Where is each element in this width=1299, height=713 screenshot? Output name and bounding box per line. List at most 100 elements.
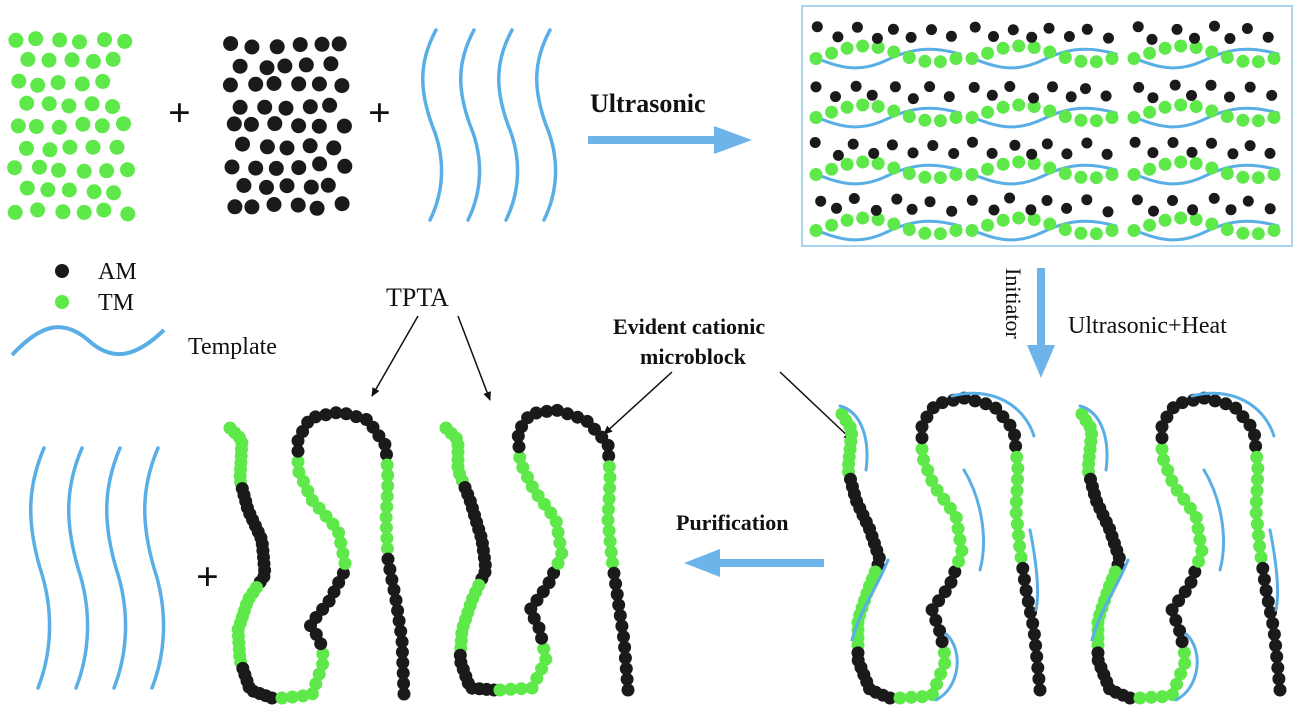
- complex-tm-dot: [1220, 110, 1234, 123]
- tm-dot: [50, 75, 66, 91]
- am-dot: [298, 57, 314, 73]
- chain-tm-unit: [1166, 688, 1179, 702]
- complex-tm-dot: [1251, 171, 1265, 185]
- chain-tm-unit: [602, 492, 616, 506]
- chain-tm-unit: [285, 690, 299, 704]
- chain-am-unit: [542, 576, 556, 590]
- complex-am-dot: [1146, 33, 1158, 45]
- am-dot: [323, 56, 339, 72]
- plus-sign-2: +: [368, 90, 391, 135]
- complex-tm-dot: [1189, 213, 1203, 226]
- purified-copolymer-chains: [223, 403, 635, 705]
- complex-am-dot: [889, 81, 901, 93]
- complex-template: [1128, 219, 1280, 242]
- complex-am-dot: [1224, 33, 1236, 44]
- complex-tm-dot: [1089, 114, 1103, 128]
- complex-tm-dot: [1058, 51, 1072, 64]
- chain-am-unit: [979, 397, 993, 411]
- chain-am-unit: [1184, 575, 1198, 589]
- chain-tm-unit: [1250, 450, 1264, 464]
- complex-am-dot: [1171, 23, 1183, 35]
- am-dot: [232, 58, 248, 74]
- chain-am-unit: [968, 394, 982, 408]
- complex-tm-dot: [1127, 52, 1141, 65]
- tm-dot: [10, 118, 26, 134]
- complex-template: [966, 219, 1118, 242]
- am-dot: [226, 116, 242, 132]
- chain-am-unit: [540, 404, 554, 418]
- chain-tm-unit: [602, 502, 615, 516]
- chain-tm-unit: [513, 451, 527, 464]
- tm-dot: [61, 182, 77, 198]
- complex-template: [1128, 47, 1280, 70]
- chain-tm-unit: [1155, 690, 1169, 704]
- tm-dot: [120, 162, 135, 178]
- chain-am-unit: [1169, 613, 1183, 627]
- complex-am-dot: [1167, 195, 1178, 206]
- complex-am-dot: [1004, 81, 1016, 92]
- complex-tm-dot: [965, 52, 979, 65]
- complex-am-dot: [1208, 192, 1220, 204]
- chain-am-unit: [948, 565, 962, 579]
- complex-am-dot: [850, 80, 862, 92]
- complex-tm-dot: [840, 100, 854, 114]
- ultrasonic-arrow: [588, 126, 752, 154]
- complex-tm-dot: [949, 224, 963, 237]
- tpta-pointer-2: [457, 315, 491, 401]
- complex-am-dot: [943, 91, 955, 103]
- templated-copolymer-chains: [835, 391, 1287, 705]
- chain-am-unit: [380, 448, 393, 461]
- am-dot: [279, 178, 295, 194]
- chain-tm-unit: [604, 545, 618, 559]
- tm-dot: [64, 52, 80, 68]
- complex-am-dot: [815, 195, 827, 207]
- complex-am-dot: [1100, 90, 1112, 102]
- complex-template: [966, 106, 1118, 129]
- complex-am-dot: [1081, 194, 1093, 206]
- complex-am-dot: [866, 89, 878, 101]
- complex-am-dot: [871, 32, 883, 44]
- complex-tm-dot: [981, 218, 995, 232]
- tm-dot: [61, 98, 77, 114]
- complex-tm-dot: [856, 211, 870, 225]
- chain-am-unit: [1264, 605, 1277, 619]
- chain-tm-unit: [380, 500, 394, 514]
- complex-am-dot: [1041, 195, 1053, 206]
- complex-tm-dot: [965, 168, 979, 181]
- complex-tm-dot: [825, 218, 839, 232]
- chain-am-unit: [395, 635, 409, 649]
- chain-am-unit: [392, 614, 406, 628]
- complex-tm-dot: [1205, 217, 1219, 231]
- chain-am-unit: [615, 619, 629, 633]
- complex-tm-dot: [996, 157, 1010, 171]
- chain-tm-unit: [1191, 522, 1205, 536]
- chain-am-unit: [601, 438, 615, 452]
- complex-tm-dot: [1158, 100, 1172, 114]
- complex-tm-dot: [1127, 168, 1141, 181]
- chain-am-unit: [1229, 401, 1243, 415]
- complex-am-dot: [905, 31, 917, 43]
- chain-tm-unit: [309, 677, 323, 691]
- complex-tm-dot: [825, 162, 839, 176]
- complex-tm-dot: [981, 162, 995, 176]
- tm-dot: [85, 53, 101, 69]
- chain-am-unit: [1031, 661, 1045, 675]
- complex-am-dot: [986, 89, 998, 101]
- tm-dot: [11, 73, 27, 89]
- complex-am-dot: [886, 139, 898, 151]
- complex-tm-dot: [1189, 157, 1203, 170]
- tm-dot: [32, 159, 47, 175]
- chain-am-unit: [1270, 650, 1284, 664]
- chain-am-unit: [397, 677, 411, 690]
- complex-tm-dot: [1089, 227, 1103, 241]
- am-dot: [337, 158, 353, 174]
- chain-am-unit: [935, 396, 949, 410]
- complex-template: [966, 163, 1118, 186]
- chain-tm-unit: [915, 442, 929, 456]
- complex-am-dot: [810, 81, 822, 93]
- chain-am-unit: [1030, 650, 1044, 664]
- complex-tm-dot: [902, 51, 916, 64]
- complex-tm-dot: [1236, 170, 1250, 184]
- template-strand: [421, 28, 444, 222]
- chain-am-unit: [1249, 439, 1263, 453]
